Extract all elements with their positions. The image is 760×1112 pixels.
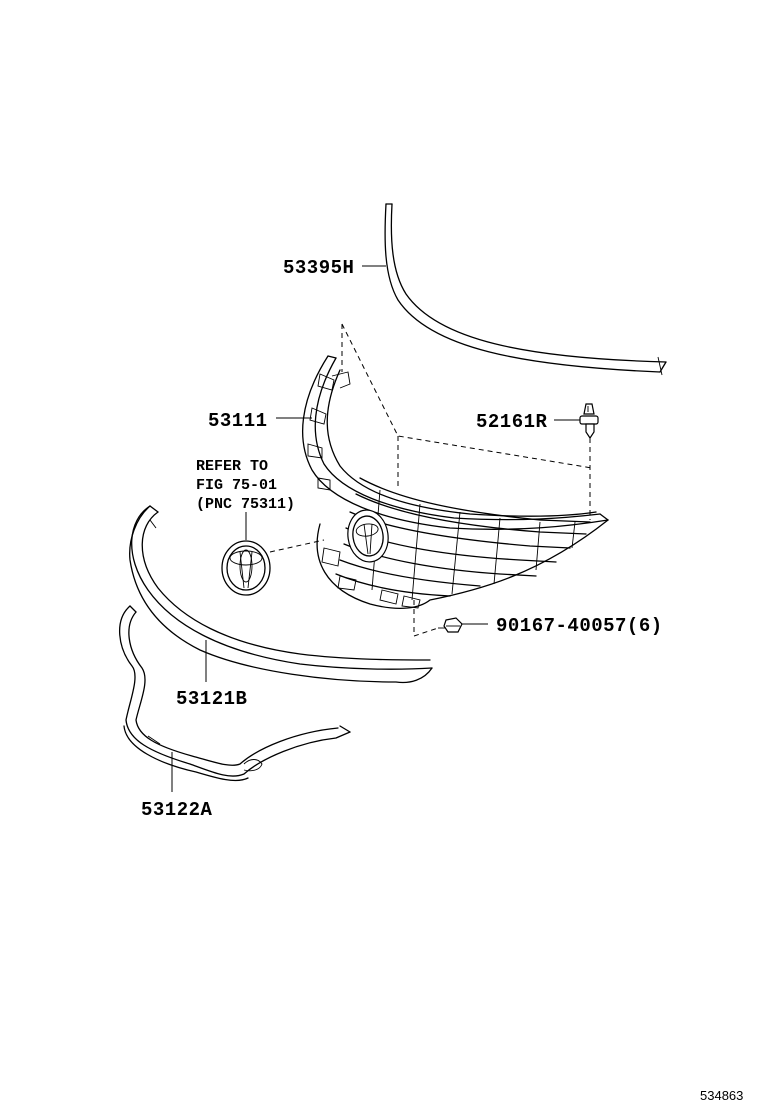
- label-lower-molding: 53122A: [141, 799, 213, 821]
- grille-clip: [579, 403, 599, 440]
- label-screw: 90167-40057(6): [496, 615, 663, 637]
- label-clip: 52161R: [476, 411, 548, 433]
- screw: [438, 617, 463, 633]
- lower-molding: [118, 605, 351, 782]
- label-grille: 53111: [208, 410, 268, 432]
- reference-line-2: FIG 75-01: [196, 477, 277, 494]
- label-upper-molding: 53395H: [283, 257, 354, 279]
- leader-lines: [171, 265, 580, 792]
- front-emblem: [221, 540, 271, 596]
- reference-line-3: (PNC 75311): [196, 496, 295, 513]
- radiator-grille: [302, 355, 609, 609]
- upper-molding-strip: [384, 203, 667, 376]
- label-middle-molding: 53121B: [176, 688, 247, 710]
- assembly-lines: [269, 323, 593, 637]
- figure-id: 534863: [700, 1088, 743, 1103]
- reference-line-1: REFER TO: [196, 458, 268, 475]
- middle-molding: [129, 505, 433, 684]
